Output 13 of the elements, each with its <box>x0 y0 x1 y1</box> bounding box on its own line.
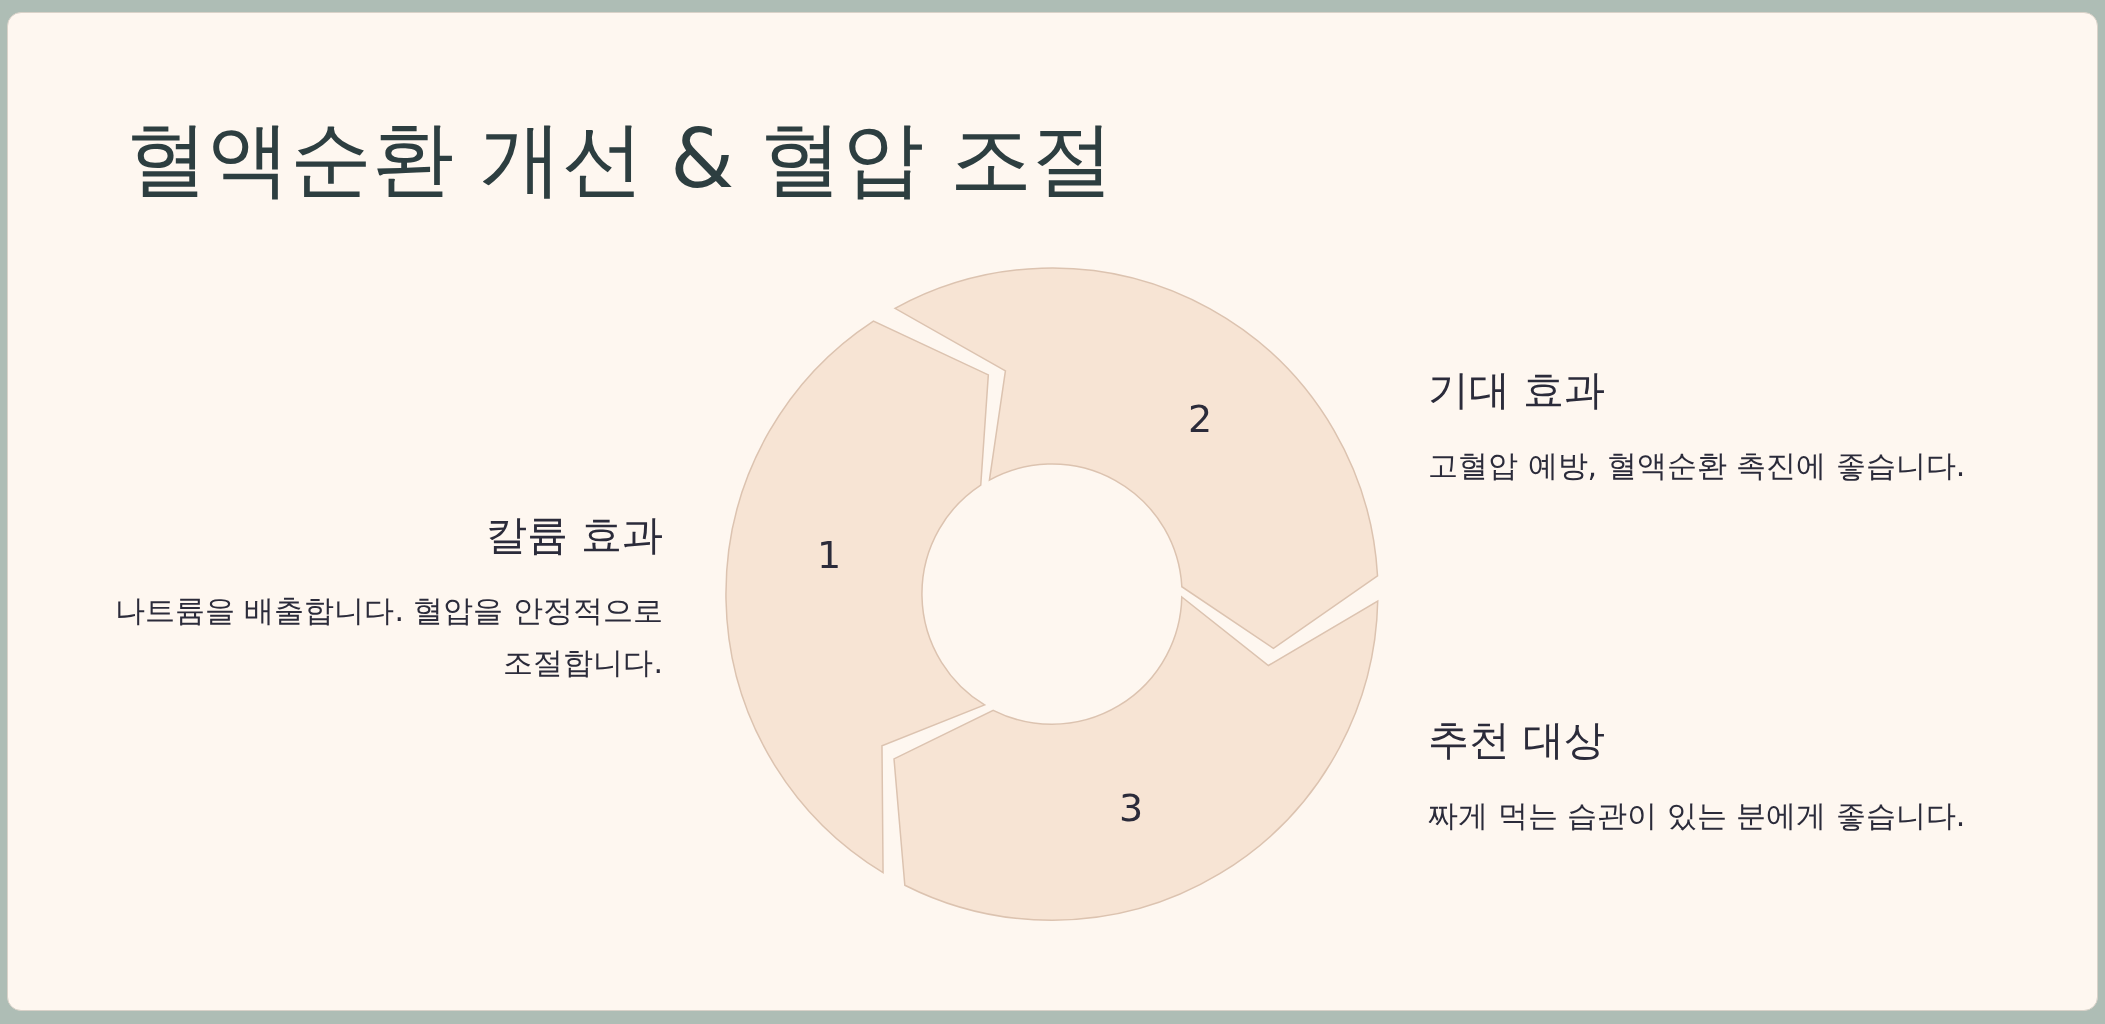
step-number: 2 <box>1187 397 1213 441</box>
step-number: 3 <box>1118 786 1144 830</box>
step-number: 1 <box>816 533 842 577</box>
cycle-segment <box>894 596 1378 920</box>
section-heading: 칼륨 효과 <box>484 510 663 561</box>
cycle-segment <box>726 321 989 873</box>
description-text: 나트륨을 배출합니다. 혈압을 안정적으로 조절합니다. <box>113 592 663 682</box>
title: 혈액순환 개선 & 혈압 조절 <box>126 110 1115 208</box>
section-heading: 추천 대상 <box>1428 715 1607 766</box>
section-heading: 기대 효과 <box>1428 365 1607 416</box>
description-text: 고혈압 예방, 혈액순환 촉진에 좋습니다. <box>1428 447 1967 485</box>
cycle-segment <box>894 268 1378 649</box>
description-text: 짜게 먹는 습관이 있는 분에게 좋습니다. <box>1428 797 1967 835</box>
